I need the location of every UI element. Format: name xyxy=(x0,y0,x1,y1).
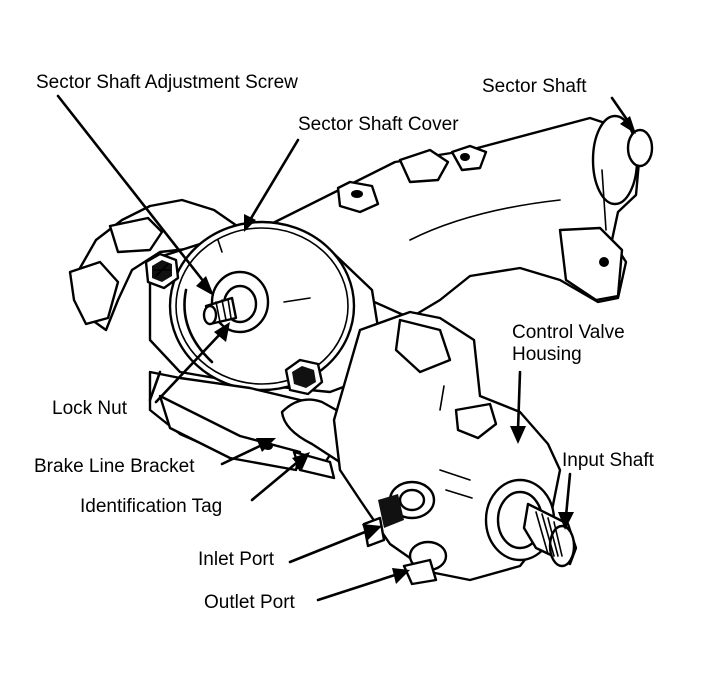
label-input-shaft: Input Shaft xyxy=(562,450,654,471)
gear-housing xyxy=(253,114,654,320)
label-outlet-port: Outlet Port xyxy=(204,592,295,613)
hex-bolt-upper-left xyxy=(144,252,180,290)
label-control-valve-housing-line2: Housing xyxy=(512,344,582,365)
label-inlet-port: Inlet Port xyxy=(198,549,275,570)
input-shaft-shape xyxy=(522,502,578,568)
hex-bolt-lower xyxy=(284,358,324,396)
label-sector-shaft-adjustment-screw: Sector Shaft Adjustment Screw xyxy=(36,72,298,93)
label-identification-tag: Identification Tag xyxy=(80,496,223,517)
label-lock-nut: Lock Nut xyxy=(52,398,127,419)
label-sector-shaft: Sector Shaft xyxy=(482,76,587,97)
label-control-valve-housing-line1: Control Valve xyxy=(512,322,625,343)
control-valve-housing-shape xyxy=(332,310,578,586)
label-control-valve-housing: Control Valve Housing xyxy=(512,322,652,366)
lower-body xyxy=(148,370,342,472)
inlet-port-shape xyxy=(362,480,436,548)
outlet-port-shape xyxy=(402,540,448,586)
leader-arrows xyxy=(56,94,636,602)
label-brake-line-bracket: Brake Line Bracket xyxy=(34,456,195,477)
label-sector-shaft-cover: Sector Shaft Cover xyxy=(298,114,459,135)
left-mounting-flange xyxy=(68,198,242,332)
